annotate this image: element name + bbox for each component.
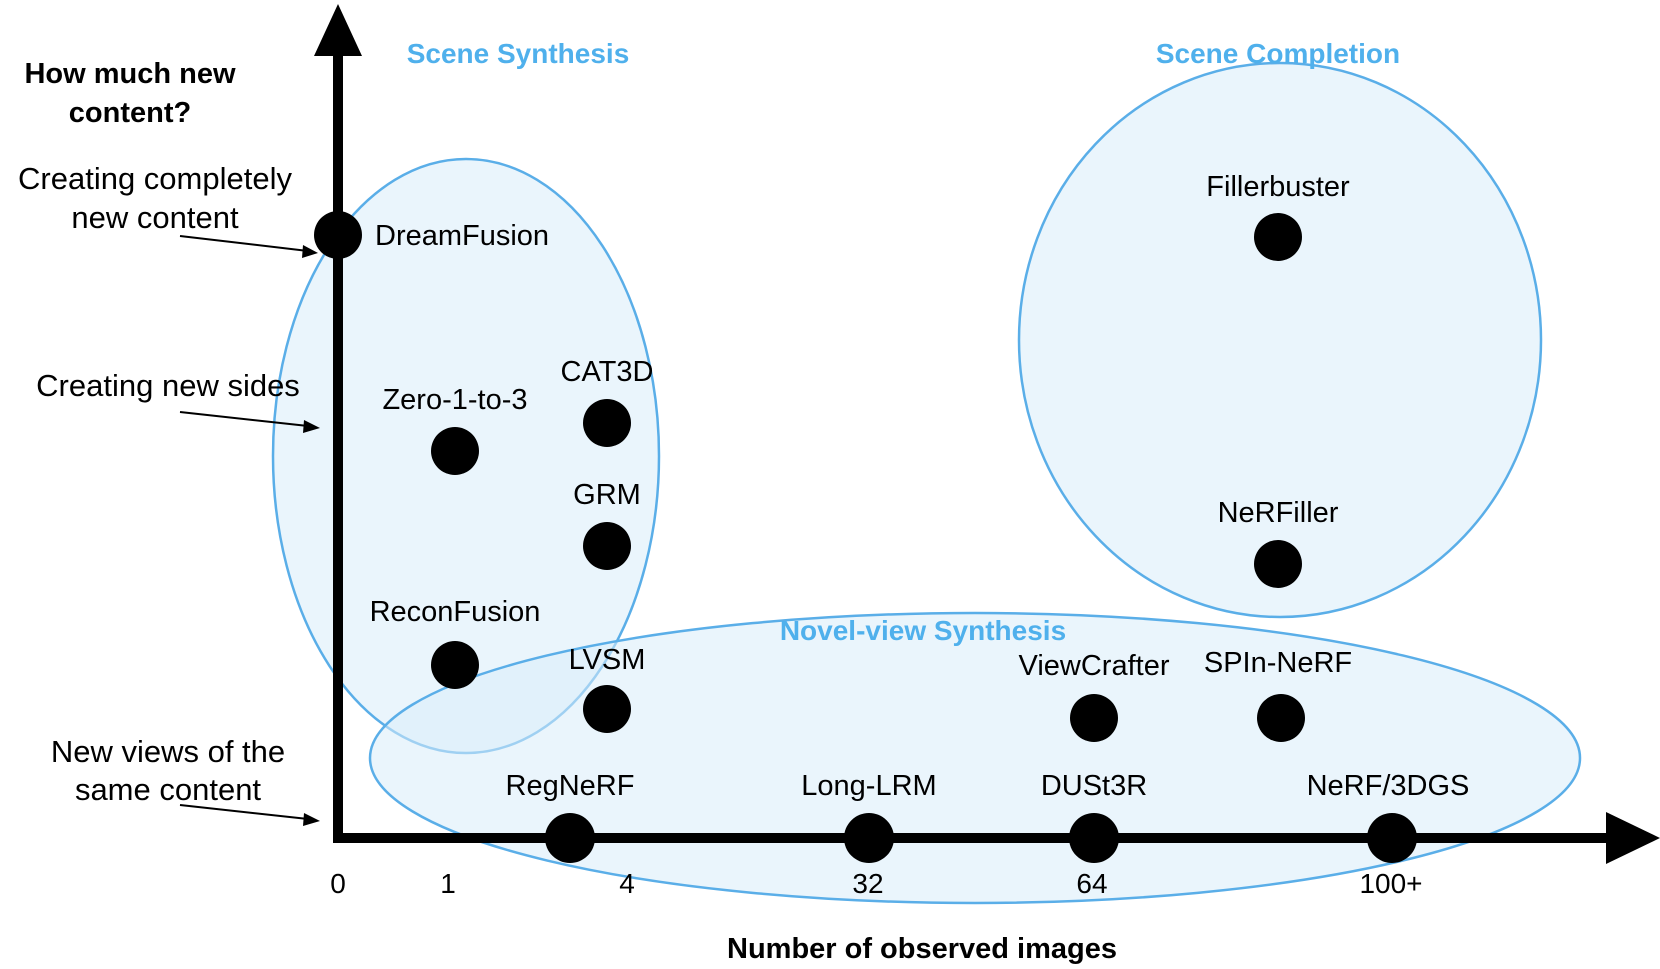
spinnerf-dot (1257, 694, 1305, 742)
new-views-pointer-head (303, 813, 320, 826)
viewcrafter-dot (1070, 694, 1118, 742)
lvsm-dot (583, 685, 631, 733)
dreamfusion-label: DreamFusion (375, 220, 549, 252)
nerffiller-label: NeRFiller (1218, 497, 1339, 529)
scene-synthesis-title: Scene Synthesis (407, 38, 630, 69)
level-completely-new-line1: Creating completely (18, 161, 292, 196)
new-sides-pointer (179, 411, 309, 427)
x-tick-4: 4 (619, 868, 635, 899)
x-tick-0: 0 (330, 868, 346, 899)
spinnerf-label: SPIn-NeRF (1204, 647, 1352, 679)
new-sides-pointer-head (303, 420, 320, 433)
dust3r-dot (1069, 813, 1119, 863)
cat3d-dot (583, 399, 631, 447)
level-new-sides: Creating new sides (36, 368, 300, 403)
completely-new-pointer (179, 235, 309, 252)
longlrm-label: Long-LRM (801, 770, 936, 802)
x-tick-100plus: 100+ (1359, 868, 1422, 899)
novel-view-synthesis-title: Novel-view Synthesis (780, 615, 1066, 646)
zero123-label: Zero-1-to-3 (382, 384, 527, 416)
y-axis-title-line1: How much new (24, 58, 236, 90)
regnerf-label: RegNeRF (506, 770, 635, 802)
zero123-dot (431, 427, 479, 475)
level-new-views-line1: New views of the (51, 734, 285, 769)
cat3d-label: CAT3D (561, 356, 654, 388)
regnerf-dot (545, 813, 595, 863)
novel-view-synthesis-region (368, 611, 1582, 905)
y-axis-title-line2: content? (69, 97, 191, 129)
fillerbuster-dot (1254, 213, 1302, 261)
completely-new-pointer-head (302, 245, 318, 258)
y-axis-arrowhead (314, 4, 362, 56)
dust3r-label: DUSt3R (1041, 770, 1147, 802)
x-tick-64: 64 (1076, 868, 1107, 899)
nerffiller-dot (1254, 540, 1302, 588)
x-tick-32: 32 (852, 868, 883, 899)
new-views-pointer (179, 804, 309, 820)
grm-label: GRM (573, 479, 641, 511)
fillerbuster-label: Fillerbuster (1206, 171, 1350, 203)
x-axis-arrowhead (1606, 812, 1660, 864)
level-new-views-line2: same content (75, 772, 261, 807)
level-completely-new-line2: new content (71, 200, 239, 235)
viewcrafter-label: ViewCrafter (1019, 650, 1170, 682)
dreamfusion-dot (314, 211, 362, 259)
lvsm-label: LVSM (569, 644, 646, 676)
nerf3dgs-label: NeRF/3DGS (1307, 770, 1470, 802)
reconfusion-dot (431, 641, 479, 689)
reconfusion-label: ReconFusion (370, 596, 541, 628)
longlrm-dot (844, 813, 894, 863)
x-tick-1: 1 (440, 868, 456, 899)
nerf3dgs-dot (1367, 813, 1417, 863)
grm-dot (583, 522, 631, 570)
scene-completion-region (1017, 61, 1543, 619)
x-axis-title: Number of observed images (727, 933, 1117, 965)
scene-completion-title: Scene Completion (1156, 38, 1400, 69)
